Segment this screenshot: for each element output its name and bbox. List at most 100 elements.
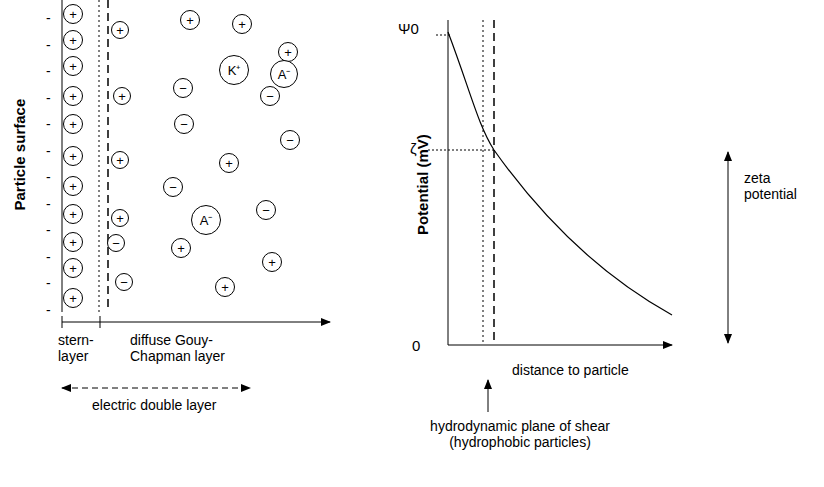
ion-circle: +: [180, 10, 200, 30]
axis-tick: [62, 316, 63, 328]
ion-charge: +: [116, 212, 124, 225]
ion-charge: +: [221, 281, 229, 294]
stern-plane: [483, 20, 484, 345]
surface-charge: -: [46, 249, 51, 265]
ion-charge: −: [169, 181, 177, 194]
ion-charge: +: [69, 208, 77, 221]
ion-circle: −: [107, 234, 125, 252]
ion-charge: +: [69, 180, 77, 193]
ion-circle: +: [63, 258, 83, 278]
surface-charge: -: [46, 302, 51, 318]
ion-circle: +: [262, 252, 282, 272]
surface-charge: -: [46, 222, 51, 238]
ion-circle: +: [113, 87, 131, 105]
potential-value: Ψ0: [398, 20, 419, 37]
ion-charge: +: [69, 60, 77, 73]
surface-charge: -: [46, 196, 51, 212]
ion-circle: +: [63, 56, 83, 76]
ion-circle: +: [171, 238, 191, 258]
stern-plane: [99, 0, 100, 312]
shear-plane-label: hydrodynamic plane of shear (hydrophobic…: [430, 418, 610, 450]
ion-circle: +: [111, 151, 129, 169]
ion-charge: −: [180, 118, 188, 131]
distance-axis: [448, 345, 672, 346]
ion-charge: −: [286, 134, 294, 147]
zeta-label: zeta potential: [744, 170, 824, 202]
surface-charge: -: [46, 90, 51, 106]
ion-circle: −: [256, 200, 276, 220]
ion-circle: −: [174, 114, 194, 134]
distance-axis: [62, 322, 330, 323]
axis-title: Particle surface: [11, 99, 28, 211]
ion-charge: +: [116, 24, 124, 37]
ion-circle: +: [63, 146, 83, 166]
layer-label: stern- layer: [58, 332, 106, 364]
ion-charge: +: [177, 242, 185, 255]
ion-charge: +: [69, 236, 77, 249]
axis-origin: 0: [412, 337, 420, 354]
ion-circle: −: [260, 86, 280, 106]
ion-charge: A⁻: [278, 68, 291, 81]
zeta-symbol: ζ: [410, 140, 417, 157]
ion-charge: +: [69, 118, 77, 131]
ion-circle: +: [63, 86, 83, 106]
ion-charge: +: [116, 154, 124, 167]
ion-charge: +: [69, 150, 77, 163]
ion-charge: A⁻: [200, 214, 213, 227]
ion-charge: +: [118, 90, 126, 103]
ion-circle: −: [280, 130, 300, 150]
zeta-level: [428, 150, 494, 151]
ion-circle: +: [215, 277, 235, 297]
ion-charge: +: [225, 157, 233, 170]
surface-charge: -: [46, 275, 51, 291]
potential-curve: [448, 32, 672, 315]
shear-arrow: [488, 380, 489, 412]
surface-charge: -: [46, 10, 51, 26]
surface-charge: -: [46, 116, 51, 132]
ion-charge: −: [262, 204, 270, 217]
ion-charge: −: [266, 90, 274, 103]
ion-circle: A⁻: [270, 60, 298, 88]
ion-charge: +: [69, 90, 77, 103]
potential-axis: [448, 20, 449, 345]
ion-circle: −: [163, 177, 183, 197]
ion-circle: +: [278, 42, 298, 62]
layer-label: diffuse Gouy- Chapman layer: [130, 332, 240, 364]
ion-charge: +: [238, 18, 246, 31]
ion-circle: +: [63, 4, 83, 24]
ion-circle: +: [63, 232, 83, 252]
ion-circle: +: [111, 209, 129, 227]
axis-title: distance to particle: [512, 362, 629, 378]
zeta-arrow: [728, 152, 729, 343]
ion-circle: +: [63, 176, 83, 196]
ion-charge: +: [69, 292, 77, 305]
ion-circle: +: [219, 153, 239, 173]
ion-circle: +: [232, 14, 252, 34]
ion-circle: +: [63, 288, 83, 308]
ion-circle: A⁻: [191, 205, 221, 235]
ion-charge: +: [284, 46, 292, 59]
ion-charge: +: [69, 34, 77, 47]
ion-charge: +: [69, 8, 77, 21]
ion-circle: +: [63, 30, 83, 50]
double-layer-arrow: [62, 388, 250, 389]
surface-charge: -: [46, 169, 51, 185]
ion-circle: +: [63, 114, 83, 134]
ion-circle: −: [115, 273, 133, 291]
surface-charge: -: [46, 63, 51, 79]
shear-plane: [493, 20, 495, 345]
surface-charge: -: [46, 143, 51, 159]
ion-charge: +: [69, 262, 77, 275]
ion-charge: −: [112, 237, 120, 250]
ion-circle: +: [63, 204, 83, 224]
double-layer-label: electric double layer: [92, 397, 217, 413]
ion-circle: −: [173, 78, 193, 98]
ion-charge: −: [120, 276, 128, 289]
ion-charge: +: [268, 256, 276, 269]
ion-charge: −: [179, 82, 187, 95]
ion-charge: K⁺: [228, 64, 241, 77]
axis-tick: [100, 316, 101, 328]
ion-circle: +: [111, 21, 129, 39]
surface-charge: -: [46, 37, 51, 53]
shear-plane: [107, 0, 109, 312]
